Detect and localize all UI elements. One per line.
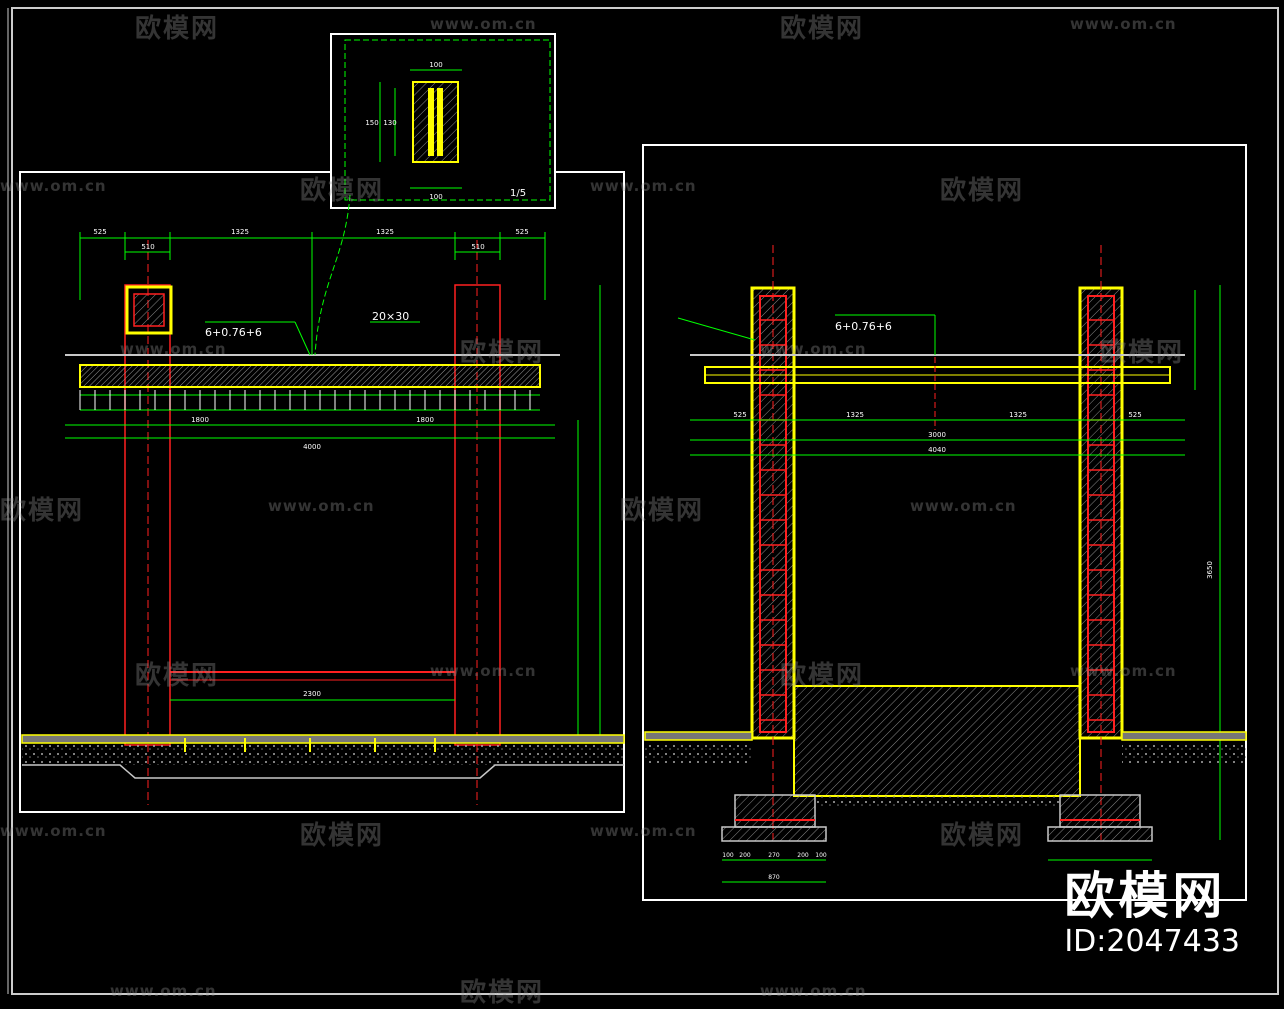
brand-name: 欧模网 [1064, 867, 1227, 925]
r-height: 3650 [1206, 561, 1214, 579]
canopy-beam [79, 364, 541, 388]
rebar-stirrups [760, 319, 1114, 721]
detail-inset: 100 150 130 100 1/5 [314, 33, 556, 356]
left-viewport-frame [19, 171, 625, 813]
dim-sub-left: 1800 [191, 416, 209, 424]
dim-top-5: 510 [471, 243, 484, 251]
pit-hatch [793, 685, 1081, 797]
note-glass-right: 6+0.76+6 [835, 320, 892, 333]
detail-dim-left: 150 [365, 119, 378, 127]
brand-block: 欧模网 ID:2047433 [1064, 868, 1240, 960]
r-dim-2: 1325 [846, 411, 864, 419]
detail-dim-top: 100 [429, 61, 442, 69]
brand-id: ID:2047433 [1064, 924, 1240, 959]
foot-dim-3: 270 [768, 852, 780, 859]
r-dim-total: 4040 [928, 446, 946, 454]
sheet-frame [11, 7, 1279, 995]
dim-opening: 2300 [303, 690, 321, 698]
r-dim-3: 1325 [1009, 411, 1027, 419]
detail-scale: 1/5 [510, 188, 526, 199]
r-dim-4: 525 [1128, 411, 1141, 419]
dim-top-6: 525 [515, 228, 528, 236]
note-section-left: 20×30 [372, 310, 409, 323]
footing-b [1059, 794, 1141, 828]
right-section: 525 1325 1325 525 3000 4040 6+0.76+6 365… [642, 144, 1247, 901]
left-elevation: 525 510 1325 1325 510 525 1800 1800 4000… [19, 171, 625, 813]
dim-top-2: 510 [141, 243, 154, 251]
foot-dim-1: 100 [722, 852, 734, 859]
dim-top-1: 525 [93, 228, 106, 236]
r-dim-1: 525 [733, 411, 746, 419]
column-plan-square [125, 285, 173, 335]
dim-total: 4000 [303, 443, 321, 451]
foot-dim-2: 200 [739, 852, 751, 859]
beam-tick-row [79, 390, 531, 410]
dim-sub-right: 1800 [416, 416, 434, 424]
foot-dim-4: 200 [797, 852, 809, 859]
foot-dim-5: 100 [815, 852, 827, 859]
detail-dim-inner: 130 [383, 119, 396, 127]
dim-top-4: 1325 [376, 228, 394, 236]
foot-dim-total: 870 [768, 874, 780, 881]
detail-dim-bottom: 100 [429, 193, 442, 201]
r-dim-center: 3000 [928, 431, 946, 439]
footing-a [734, 794, 816, 828]
note-glass-left: 6+0.76+6 [205, 326, 262, 339]
right-viewport-frame [642, 144, 1247, 901]
dim-top-3: 1325 [231, 228, 249, 236]
ground-strip [21, 734, 625, 744]
